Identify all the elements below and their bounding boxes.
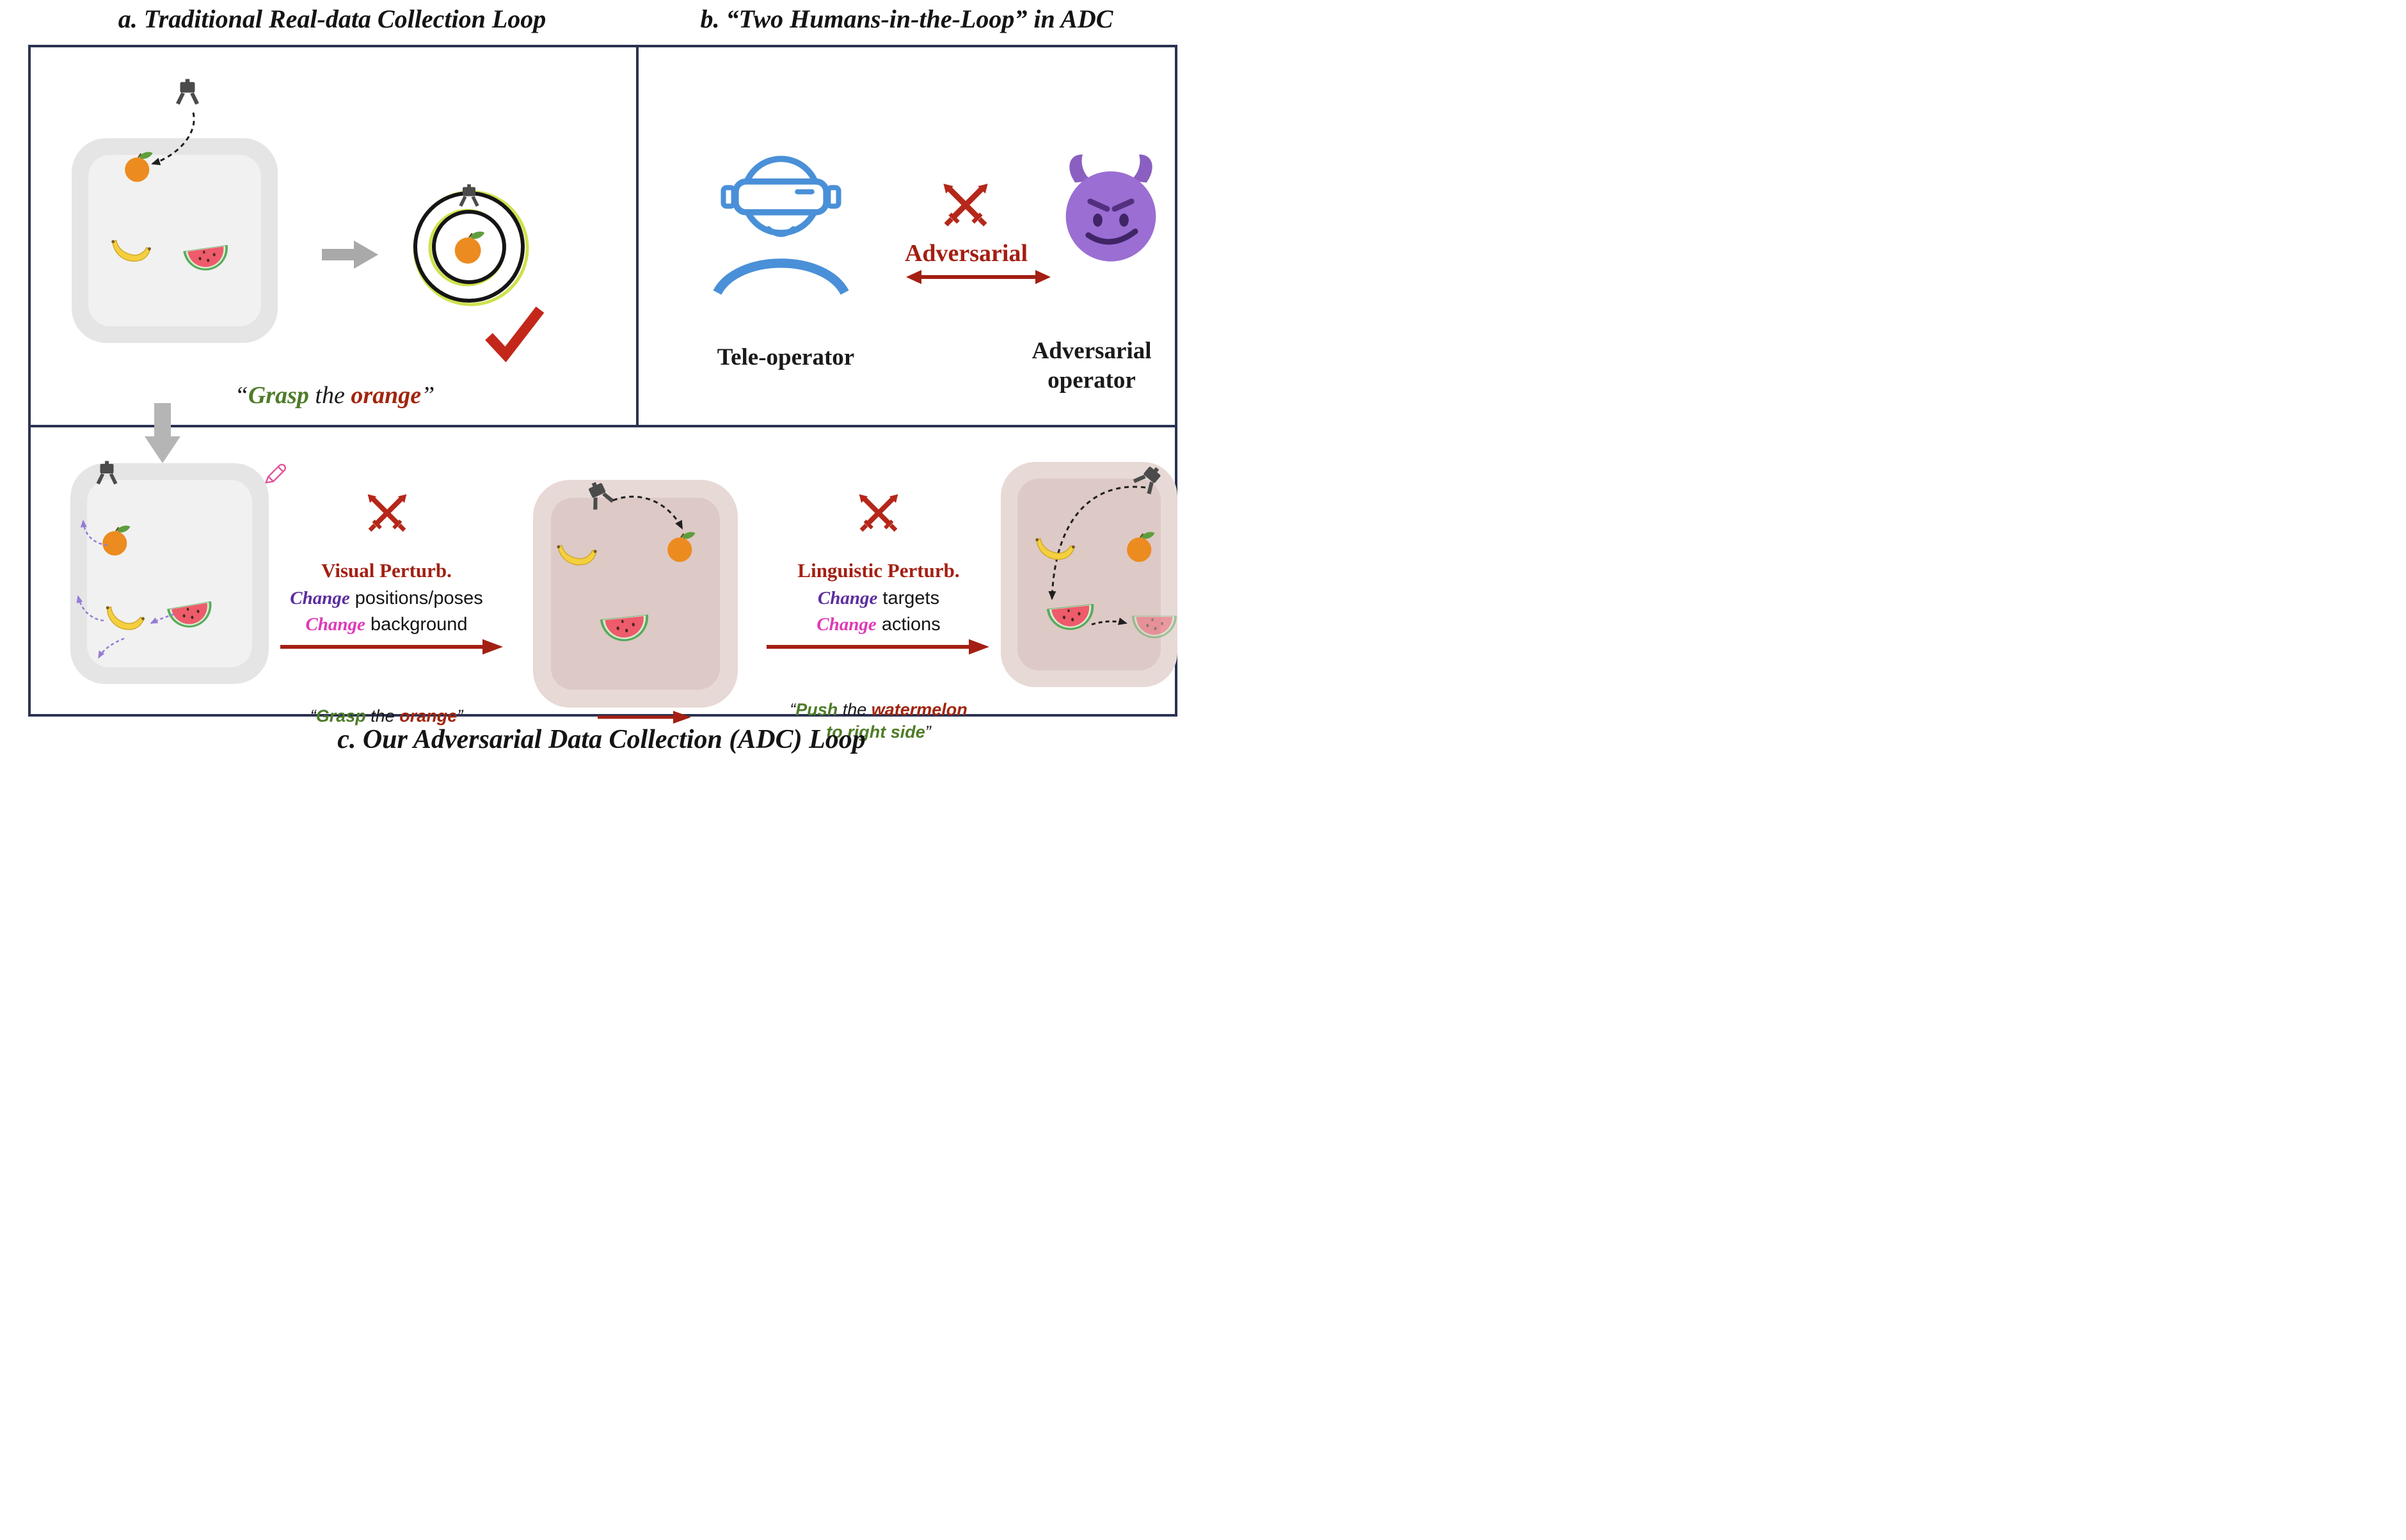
vr-operator-icon xyxy=(713,155,849,296)
arrow-right-icon xyxy=(322,241,378,269)
figure-frame: “Grasp the orange” Tele-operator Adversa… xyxy=(28,45,1179,742)
line1-rest: positions/poses xyxy=(349,588,483,608)
crossed-swords-icon xyxy=(939,180,992,233)
gripper-icon xyxy=(173,78,202,111)
line1-rest: targets xyxy=(877,588,940,608)
orange-icon xyxy=(665,530,697,563)
quote-close: ” xyxy=(457,706,463,726)
dashed-arrow-icon xyxy=(151,112,195,166)
visual-perturb-line2: Change background xyxy=(284,614,489,635)
target-icon xyxy=(413,184,529,306)
caption-verb: Push xyxy=(795,700,838,719)
gripper-icon xyxy=(93,461,120,490)
caption-object: watermelon xyxy=(871,700,968,719)
panel-a-caption: “Grasp the orange” xyxy=(31,381,639,409)
dashed-arrow-icon xyxy=(1091,617,1127,626)
devil-icon xyxy=(1065,154,1156,262)
watermelon-icon xyxy=(597,605,653,649)
perturb-arrow-icon xyxy=(76,595,104,622)
linguistic-perturb-title: Linguistic Perturb. xyxy=(797,559,960,582)
visual-perturb-line1: Change positions/poses xyxy=(284,588,489,609)
linguistic-perturb-line1: Change targets xyxy=(776,588,981,609)
line2-rest: actions xyxy=(876,614,941,635)
caption-mid: the xyxy=(308,382,351,409)
perturb-arrow-icon xyxy=(150,613,175,624)
teleoperator-label: Tele-operator xyxy=(717,344,855,370)
quote-open: “ xyxy=(234,382,248,409)
double-arrow-icon xyxy=(906,270,1051,284)
change-word: Change xyxy=(817,588,878,608)
panel-c-title: c. Our Adversarial Data Collection (ADC)… xyxy=(337,725,866,754)
line2-rest: background xyxy=(365,614,468,635)
orange-icon xyxy=(1124,530,1156,563)
watermelon-icon xyxy=(180,236,233,278)
linguistic-perturb-line2: Change actions xyxy=(776,614,981,635)
divider-vertical xyxy=(636,47,639,425)
panel-b-title: b. “Two Humans-in-the-Loop” in ADC xyxy=(700,4,1113,33)
tabletop-bin-c3 xyxy=(1001,462,1177,687)
red-arrow-icon xyxy=(767,639,989,655)
change-word: Change xyxy=(290,588,350,608)
adversarial-operator-line2: operator xyxy=(1048,367,1136,394)
caption-object: orange xyxy=(399,706,458,726)
dashed-arrow-icon xyxy=(1048,486,1146,600)
caption-verb: Grasp xyxy=(248,382,309,409)
caption-object: orange xyxy=(351,382,422,409)
banana-icon xyxy=(1032,532,1077,564)
caption-mid: the xyxy=(365,706,400,726)
caption-right-line1: “Push the watermelon xyxy=(770,699,987,721)
banana-icon xyxy=(108,234,153,266)
caption-verb: Grasp xyxy=(315,706,366,726)
quote-close: ” xyxy=(925,722,931,742)
caption-tail: to right side xyxy=(826,722,925,742)
tabletop-bin-a xyxy=(72,138,278,343)
watermelon-ghost-icon xyxy=(1130,608,1179,642)
caption-mid: the xyxy=(838,700,872,719)
adversarial-label: Adversarial xyxy=(904,240,1028,267)
bin-c2-surface xyxy=(551,498,720,690)
crossed-swords-icon xyxy=(856,491,902,537)
figure-canvas: a. Traditional Real-data Collection Loop… xyxy=(0,0,1203,770)
banana-icon xyxy=(553,537,600,572)
red-arrow-icon xyxy=(598,711,691,724)
visual-perturb-title: Visual Perturb. xyxy=(321,559,452,582)
crossed-swords-icon xyxy=(364,491,410,537)
quote-open: “ xyxy=(790,700,796,719)
tabletop-bin-c2 xyxy=(533,480,738,708)
adversarial-operator-label: Adversarial operator xyxy=(1008,337,1175,396)
red-arrow-icon xyxy=(280,639,503,655)
pencil-icon xyxy=(265,463,286,484)
quote-close: ” xyxy=(421,382,435,409)
perturb-arrow-icon xyxy=(97,637,125,659)
bin-c3-surface xyxy=(1017,479,1161,671)
panel-c-caption-left: “Grasp the orange” xyxy=(284,705,489,727)
adversarial-operator-line1: Adversarial xyxy=(1032,338,1152,364)
panel-c-caption-right: “Push the watermelon to right side” xyxy=(770,699,987,743)
quote-open: “ xyxy=(310,706,316,726)
change-word: Change xyxy=(305,614,365,635)
perturb-arrow-icon xyxy=(80,520,108,546)
tabletop-bin-c1 xyxy=(70,463,269,684)
caption-right-line2: to right side” xyxy=(770,721,987,743)
arrow-down-icon xyxy=(145,403,180,463)
bin-c1-surface xyxy=(87,480,252,667)
divider-horizontal xyxy=(31,425,1175,427)
change-word: Change xyxy=(817,614,877,635)
panel-a-title: a. Traditional Real-data Collection Loop xyxy=(118,4,546,33)
checkmark-icon xyxy=(485,306,545,362)
orange-icon xyxy=(122,150,154,183)
bin-a-surface xyxy=(88,155,261,326)
dashed-arrow-icon xyxy=(612,495,683,530)
